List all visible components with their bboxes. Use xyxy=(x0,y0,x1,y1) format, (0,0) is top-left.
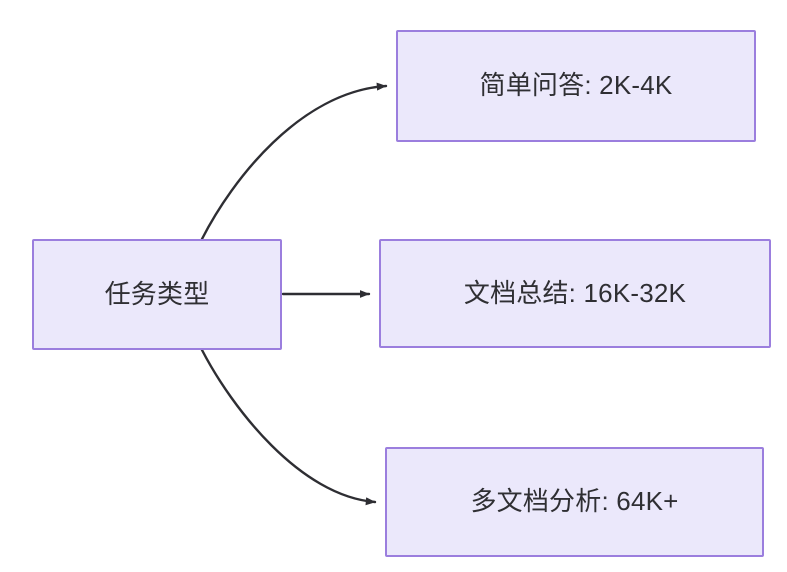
edge-root-to-simple xyxy=(200,82,388,241)
node-document-summary-label: 文档总结: 16K-32K xyxy=(463,277,687,308)
node-task-type[interactable]: 任务类型 xyxy=(32,239,282,350)
node-multi-document-analysis[interactable]: 多文档分析: 64K+ xyxy=(385,447,764,557)
node-simple-qa-label: 简单问答: 2K-4K xyxy=(479,70,673,101)
edge-root-to-multidoc xyxy=(200,348,377,506)
node-simple-qa[interactable]: 简单问答: 2K-4K xyxy=(396,30,756,142)
node-multi-document-analysis-label: 多文档分析: 64K+ xyxy=(470,486,679,517)
node-document-summary[interactable]: 文档总结: 16K-32K xyxy=(379,239,771,348)
node-task-type-label: 任务类型 xyxy=(104,278,210,309)
